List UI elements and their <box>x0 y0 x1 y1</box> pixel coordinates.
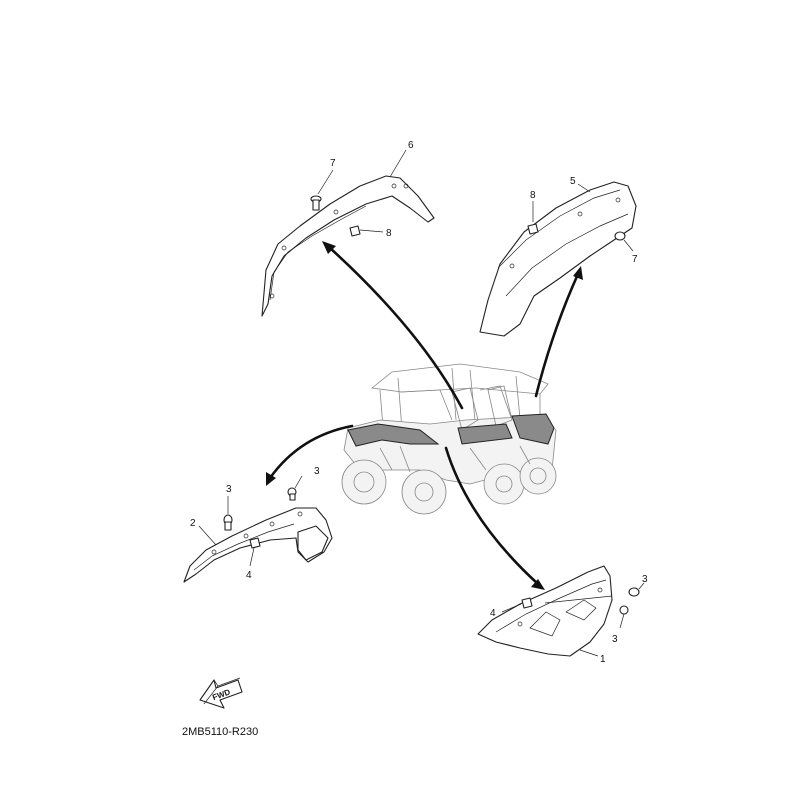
fender-part-2 <box>183 507 333 583</box>
fender-part-1 <box>477 565 613 657</box>
callout-4-right: 4 <box>490 608 496 619</box>
screw-part-7-left <box>310 169 334 211</box>
callout-1: 1 <box>600 654 606 665</box>
callout-4-left: 4 <box>246 570 252 581</box>
screw-part-3-left-a <box>223 496 233 531</box>
callout-6: 6 <box>408 140 414 151</box>
assembly-arrows <box>266 241 583 590</box>
clip-part-4-right <box>501 597 533 613</box>
callout-3-left-b: 3 <box>314 466 320 477</box>
fwd-arrow-icon: FWD <box>199 677 243 709</box>
callout-5: 5 <box>570 176 576 187</box>
callout-3-right-a: 3 <box>642 574 648 585</box>
screw-part-3-left-b <box>287 475 303 501</box>
fender-part-5 <box>479 181 637 337</box>
screw-part-7-right <box>614 231 634 252</box>
callout-3-left-a: 3 <box>226 484 232 495</box>
vehicle-illustration <box>341 363 557 515</box>
callout-7-top-right: 7 <box>632 254 638 265</box>
clip-part-8-right <box>527 201 539 235</box>
screw-part-3-right-a <box>628 582 645 597</box>
clip-part-4-left <box>249 537 261 567</box>
screw-part-3-right-b <box>619 605 629 629</box>
callout-8-top-right: 8 <box>530 190 536 201</box>
callout-labels: 7 6 8 8 5 7 3 3 2 4 3 4 3 1 <box>190 140 648 665</box>
callout-2: 2 <box>190 518 196 529</box>
fender-part-6 <box>261 175 435 317</box>
callout-3-right-b: 3 <box>612 634 618 645</box>
diagram-code: 2MB5110-R230 <box>182 726 258 738</box>
callout-8-top-left: 8 <box>386 228 392 239</box>
clip-part-8-left <box>349 225 384 237</box>
callout-7-top-left: 7 <box>330 158 336 169</box>
